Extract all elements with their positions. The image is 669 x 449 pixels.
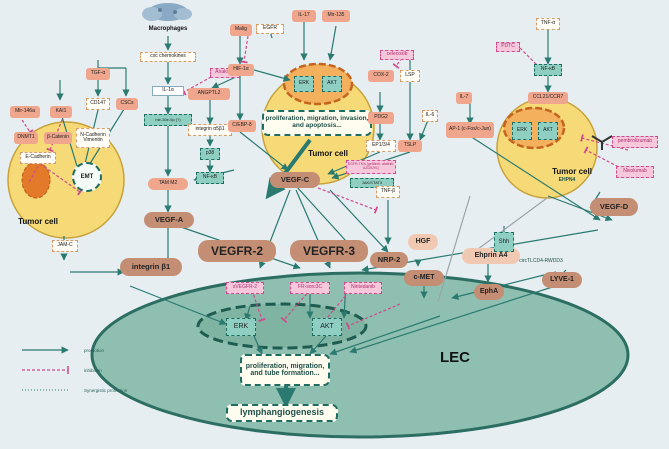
legend-inhibition: inhibition [84,368,102,373]
malig-node: Malig [230,24,252,36]
mir30e-node: mir-30e-5p (?) [144,114,192,126]
jamc-node: JAM-C [52,240,78,252]
erk-tumor2-node: ERK [512,122,532,140]
akt-lec-node: AKT [312,318,342,336]
circtlcd4-node: circTLCD4-RWDD3 [519,258,563,265]
lec-label: LEC [440,349,470,367]
tumor-cell-left-label: Tumor cell [18,216,58,226]
lyve1-receptor: LYVE-1 [542,272,582,288]
egfr-node: EGFR [256,24,284,34]
lymphangiogenesis-box: lymphangiogenesis [226,404,338,422]
shh-node: Shh [494,232,514,252]
mir146a-node: Mir-146a [10,106,40,118]
dnmt1-node: DNMT1 [14,132,38,144]
lec-nucleus [196,302,368,350]
svegfr2-drug: sVEGFR-2 [226,282,264,294]
tumor-cell-1-label: Tumor cell [308,148,348,158]
tnfb-node: TNF-β [376,186,400,198]
epha-receptor: EphA [474,284,504,300]
nfkb-left-node: NF-κB [196,172,224,184]
nintedanib-drug: Nintedanib [344,282,382,294]
jak-stat3-node: JAK/STAT3 [350,178,394,188]
erk-tumor1-node: ERK [294,76,314,92]
tgfa-node: TGF-α [86,68,110,80]
integrin-a5b1-node: integrin α5β1 [188,124,232,136]
pembrolizumab-drug: pembrolizumab [612,136,658,148]
tam-m2-node: TAM M2 [148,178,188,190]
nfkb-right-node: NF-κB [534,64,562,76]
hgf-node: HGF [408,234,438,250]
legend-lines [22,346,69,391]
ccl21-node: CCL21/CCR7 [528,92,568,104]
cmet-receptor: c-MET [404,270,444,286]
egfr-tki-drug: EGFR-TKIs (gefitinib, afatinib, AZD9291) [346,160,396,174]
pdtc-drug: PDTC [496,42,520,52]
il1a-node: IL-1α [152,86,184,96]
lec-cell-body [90,271,630,439]
cscs-node: CSCs [116,98,138,110]
tumor-nucleus-1 [282,62,354,106]
integrin-b1-node: integrin β1 [120,258,182,276]
macrophage-icon [142,3,192,21]
angptl2-node: ANGPTL2 [188,88,230,100]
tumor-cell-left [7,121,125,239]
ep1234-node: EP1/3/4 [366,140,396,152]
vegfr2-receptor: VEGFR-2 [198,240,276,262]
vegfr3-receptor: VEGFR-3 [290,240,368,262]
celecoxib-drug: celecoxib [380,50,414,60]
cxc-chemokines-node: cxc chemokines [140,52,196,62]
nrp2-node: NRP-2 [370,252,408,268]
vegfc-node: VEGF-C [270,172,320,188]
mir135-node: Mir-135 [322,10,350,22]
hif1a-node: HIF-1α [228,64,254,76]
il17-node: IL-17 [292,10,316,22]
ephrin-link-line [437,195,471,303]
p38-node: p38 [200,148,220,160]
cox2-node: COX-2 [368,70,394,82]
akt-tumor2-node: AKT [538,122,558,140]
tumor1-outcome-box: proliferation, migration, invasion, and … [262,110,372,136]
cd147-node: CD147 [86,98,110,110]
il6-node: IL-6 [422,110,438,122]
il7-node: IL-7 [456,92,472,104]
tnfa-node: TNF-α [536,18,560,30]
bcatenin-node: β-Catenin [44,132,72,144]
legend-synergistic: Synergistic promotion [84,388,128,393]
legend-promotion: promotion [84,348,105,353]
lec-outcome-box: proliferation, migration, and tube forma… [240,354,330,386]
fr-sorc3c-drug: FR-sorc3C [290,282,330,294]
vegfa-node: VEGF-A [144,212,194,228]
ncadherin-node: N-Cadherin Vimentin [76,128,110,148]
emt-node: EMT [72,162,102,192]
ephrin-a4-node: Ehprin A4 [462,248,520,264]
nivolumab-drug: Nivolumab [616,166,654,178]
tumor-cell-2-label: Tumor cell [552,166,592,176]
akt-tumor1-node: AKT [322,76,342,92]
pdg2-node: PDG2 [368,112,394,124]
erk-lec-node: ERK [226,318,256,336]
kai1-node: KAI1 [50,106,72,118]
tslp-node: TSLP [398,140,422,152]
cebp-node: C/EBP-δ [228,120,256,132]
ecadherin-node: E-Cadherin [20,152,56,164]
vegfd-node: VEGF-D [590,198,638,216]
antibody-icon [591,135,613,150]
ap1-node: AP-1 (c-Fos/c-Jun) [446,122,494,138]
ehpn4-label: EHPN4 [558,177,576,184]
lsp-node: LSP [400,70,420,82]
macrophages-label: Macrophages [148,25,188,32]
